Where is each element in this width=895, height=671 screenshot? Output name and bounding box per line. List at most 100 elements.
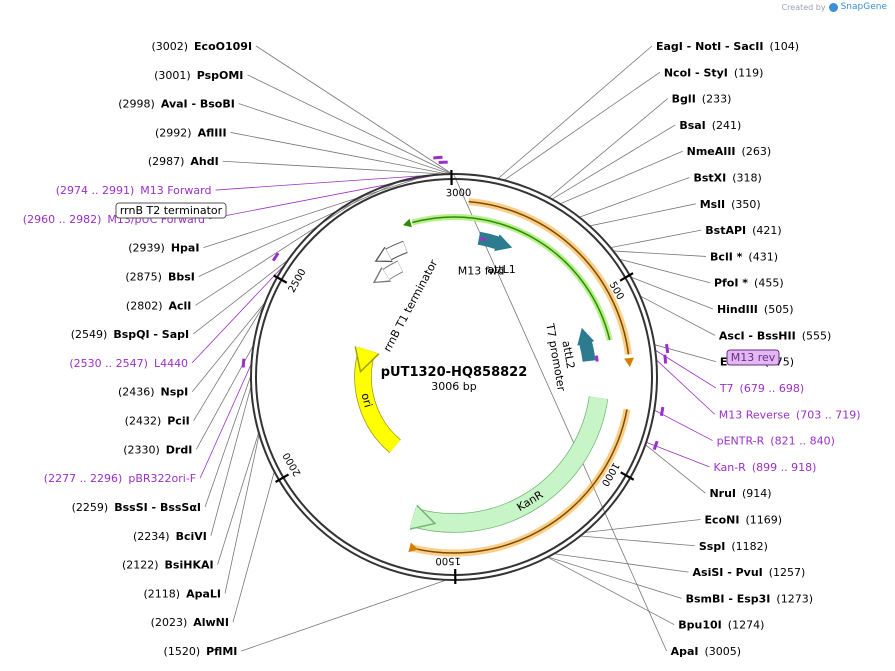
leader-line bbox=[553, 553, 689, 573]
primer-label[interactable]: (2974 .. 2991)M13 Forward bbox=[56, 184, 212, 197]
rrnb-t2-callout[interactable]: rrnB T2 terminator bbox=[115, 202, 227, 219]
site-name: AvaI - BsoBI bbox=[161, 98, 235, 111]
site-position: (2875) bbox=[125, 270, 162, 283]
site-name: AclI bbox=[169, 299, 192, 312]
site-name: BsaI bbox=[679, 119, 705, 132]
leader-line bbox=[630, 276, 714, 310]
site-label[interactable]: (2992) AflIII bbox=[155, 126, 227, 139]
leader-line bbox=[222, 160, 446, 175]
site-label[interactable]: NmeAIII(263) bbox=[687, 145, 772, 158]
primer-label[interactable]: M13 Reverse(703 .. 719) bbox=[719, 408, 861, 421]
site-position: (241) bbox=[712, 119, 742, 132]
leader-line bbox=[654, 409, 713, 441]
site-position: (2987) bbox=[148, 155, 185, 168]
site-position: (505) bbox=[764, 303, 794, 316]
primer-mark-8 bbox=[480, 237, 487, 242]
leader-line bbox=[453, 173, 667, 652]
site-label[interactable]: ApaI(3005) bbox=[671, 645, 741, 658]
site-label[interactable]: (2118)ApaLI bbox=[144, 587, 222, 600]
site-position: (3005) bbox=[705, 645, 742, 658]
site-label[interactable]: (1520)PflMI bbox=[164, 645, 238, 658]
site-label[interactable]: AscI - BssHII(555) bbox=[719, 329, 831, 342]
orange-feature-line-bottom bbox=[411, 409, 628, 554]
leader-line bbox=[579, 177, 690, 218]
site-label[interactable]: (2549)BspQI - SapI bbox=[71, 328, 189, 341]
site-label[interactable]: AsiSI - PvuI(1257) bbox=[693, 566, 806, 579]
site-label[interactable]: BstAPI(421) bbox=[705, 224, 781, 237]
site-label[interactable]: (2432)PciI bbox=[125, 415, 190, 428]
site-label[interactable]: (2436)NspI bbox=[118, 386, 188, 399]
site-position: (455) bbox=[754, 277, 784, 290]
primer-label[interactable]: (2277 .. 2296)pBR322ori-F bbox=[44, 472, 196, 485]
site-position: (2436) bbox=[118, 386, 155, 399]
site-position: (431) bbox=[748, 250, 778, 263]
site-label[interactable]: (2939)HpaI bbox=[128, 242, 199, 255]
site-position: (104) bbox=[769, 40, 799, 53]
site-label[interactable]: BglI(233) bbox=[672, 93, 732, 106]
site-label[interactable]: BclI *(431) bbox=[710, 250, 778, 263]
site-name: PspOMI bbox=[197, 69, 244, 82]
primer-label[interactable]: pENTR-R(821 .. 840) bbox=[717, 435, 835, 448]
site-label[interactable]: BsaI (241) bbox=[679, 119, 741, 132]
site-name: BsmBI - Esp3I bbox=[686, 592, 771, 605]
site-position: (914) bbox=[742, 487, 772, 500]
site-label[interactable]: Bpu10I(1274) bbox=[678, 619, 764, 632]
leader-line bbox=[613, 250, 707, 257]
primer-mark-2 bbox=[271, 252, 280, 262]
site-label[interactable]: (2234)BciVI bbox=[133, 530, 207, 543]
tick-mark-2500 bbox=[273, 274, 288, 284]
site-label[interactable]: (2987) AhdI bbox=[148, 155, 219, 168]
orange-arrowhead-top bbox=[624, 357, 634, 367]
primer-label[interactable]: (2530 .. 2547)L4440 bbox=[69, 357, 188, 370]
site-label[interactable]: (2259)BssSI - BssSαI bbox=[72, 501, 201, 514]
site-position: (263) bbox=[742, 145, 772, 158]
leader-line bbox=[580, 535, 695, 547]
site-name: BstXI bbox=[693, 172, 726, 185]
leader-line bbox=[584, 519, 701, 533]
site-label[interactable]: (2802)AclI bbox=[126, 299, 191, 312]
site-label[interactable]: NcoI - StyI(119) bbox=[664, 66, 764, 79]
site-label[interactable]: BsmBI - Esp3I(1273) bbox=[686, 592, 813, 605]
site-name: NcoI - StyI bbox=[664, 66, 728, 79]
site-name: AsiSI - PvuI bbox=[693, 566, 763, 579]
site-name: HpaI bbox=[171, 242, 200, 255]
site-label[interactable]: (2122)BsiHKAI bbox=[122, 559, 214, 572]
site-label[interactable]: SspI(1182) bbox=[699, 540, 768, 553]
site-name: BstAPI bbox=[705, 224, 746, 237]
site-label[interactable]: EagI - NotI - SacII(104) bbox=[656, 40, 799, 53]
site-label[interactable]: BstXI(318) bbox=[693, 172, 761, 185]
site-label[interactable]: PfoI *(455) bbox=[714, 277, 784, 290]
leader-line bbox=[645, 444, 706, 494]
primer-range: (2974 .. 2991) bbox=[56, 184, 135, 197]
feature-label-ori: ori bbox=[358, 392, 374, 409]
m13-rev-callout-box bbox=[726, 349, 780, 366]
site-name: DrdI bbox=[166, 443, 193, 456]
site-label[interactable]: HindIII(505) bbox=[717, 303, 794, 316]
site-label[interactable]: MslI(350) bbox=[700, 198, 761, 211]
leader-line bbox=[195, 191, 371, 306]
primer-label[interactable]: Kan-R(899 .. 918) bbox=[713, 461, 816, 474]
site-label[interactable]: (2998) AvaI - BsoBI bbox=[118, 98, 235, 111]
m13-rev-callout[interactable]: M13 rev bbox=[726, 349, 780, 366]
leader-line bbox=[204, 374, 252, 508]
site-label[interactable]: (3001)PspOMI bbox=[154, 69, 243, 82]
primer-mark-9 bbox=[594, 355, 599, 362]
orange-feature-line-top bbox=[468, 200, 630, 355]
site-label[interactable]: (2330)DrdI bbox=[123, 443, 192, 456]
site-label[interactable]: EcoNI(1169) bbox=[705, 513, 782, 526]
site-label[interactable]: (2023)AlwNI bbox=[151, 616, 229, 629]
site-label[interactable]: (2875)BbsI bbox=[125, 270, 194, 283]
site-position: (2998) bbox=[118, 98, 155, 111]
site-position: (2118) bbox=[144, 587, 181, 600]
site-position: (2992) bbox=[155, 126, 192, 139]
site-position: (2432) bbox=[125, 415, 162, 428]
leader-line bbox=[497, 45, 653, 180]
site-label[interactable]: (3002)EcoO109I bbox=[151, 40, 252, 53]
primer-label[interactable]: T7(679 .. 698) bbox=[719, 382, 804, 395]
site-label[interactable]: NruI (914) bbox=[709, 487, 771, 500]
site-position: (2549) bbox=[71, 328, 108, 341]
site-name: NruI bbox=[709, 487, 736, 500]
site-name: AhdI bbox=[190, 155, 218, 168]
site-name: AflIII bbox=[198, 126, 227, 139]
